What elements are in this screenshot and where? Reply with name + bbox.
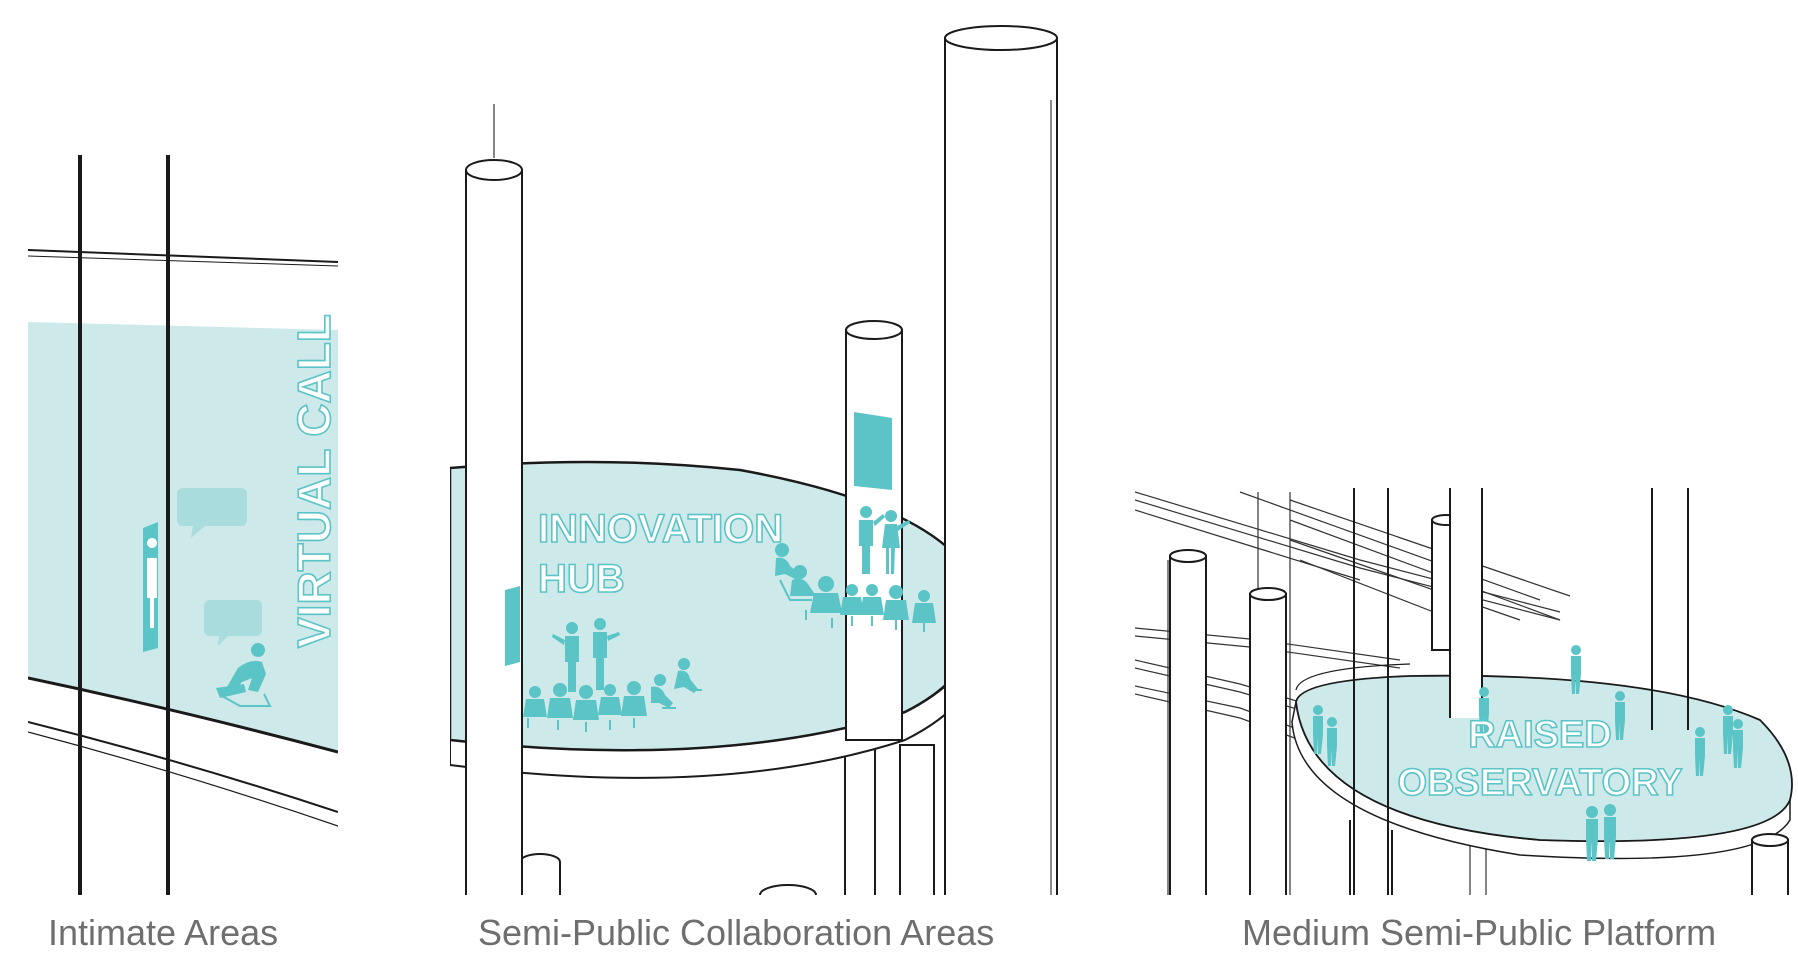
panel-intimate: VIRTUAL CALL [28,155,340,895]
people-seated [775,543,936,623]
platform-floor [1295,674,1793,843]
speech-bubble [177,488,247,538]
label-innovation-hub-line2: HUB [538,557,625,601]
column [944,37,1058,895]
label-virtual-call: VIRTUAL CALL [288,314,340,648]
seated-person [216,643,266,698]
people-standing [552,506,910,692]
label-observatory: OBSERVATORY [1397,762,1682,804]
panel-observatory: RAISED OBSERVATORY [1135,488,1793,895]
columns [1349,488,1689,895]
people-walking [1313,645,1743,861]
speech-bubble [204,600,262,646]
caption-semi-public-platform: Medium Semi-Public Platform [1242,912,1717,953]
label-raised: RAISED [1468,714,1612,756]
label-innovation-hub-line1: INNOVATION [538,507,783,551]
caption-collaboration-areas: Semi-Public Collaboration Areas [478,912,995,953]
caption-intimate-areas: Intimate Areas [48,912,279,953]
people-seated [523,658,698,720]
column [465,169,523,895]
panel-collaboration: INNOVATION HUB [450,25,1058,895]
